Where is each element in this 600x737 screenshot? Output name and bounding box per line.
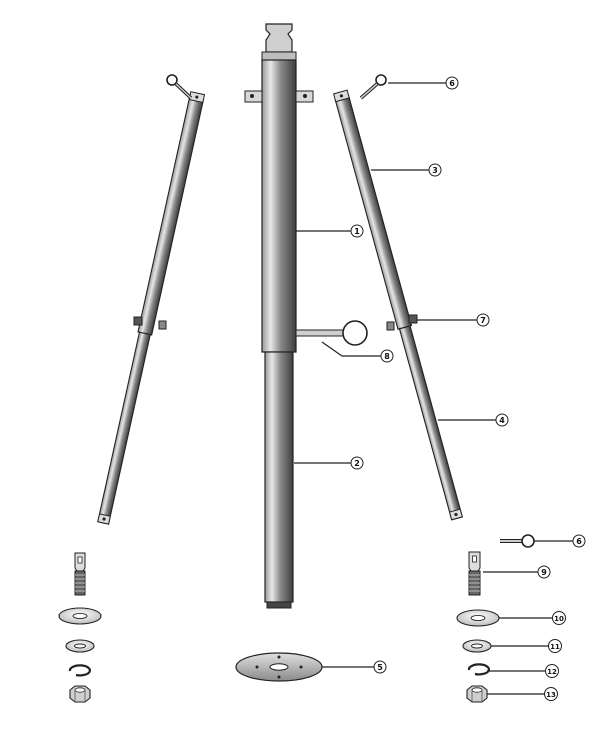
mast-upper-tube	[261, 59, 297, 353]
callout-9: 9	[537, 565, 551, 579]
left-bolt	[74, 552, 86, 596]
callout-12: 12	[545, 664, 559, 678]
left-leg-upper-tube	[137, 96, 204, 336]
right-small-washer	[462, 639, 492, 653]
left-leg-lower-tube	[97, 331, 151, 525]
callout-8-label: 8	[384, 352, 390, 361]
callout-3-label: 3	[432, 166, 438, 175]
callout-5: 5	[373, 660, 387, 674]
callout-4-label: 4	[499, 416, 505, 425]
handle-pin	[295, 320, 368, 346]
callout-10: 10	[552, 611, 566, 625]
right-hex-nut	[466, 685, 488, 703]
right-large-washer	[456, 609, 500, 627]
callout-11-label: 11	[550, 643, 560, 651]
callout-2-label: 2	[354, 459, 360, 468]
left-spring-washer	[68, 664, 91, 677]
callout-13-label: 13	[546, 691, 556, 699]
right-leg-clamp	[386, 314, 418, 331]
callout-13: 13	[544, 687, 558, 701]
right-leg	[332, 89, 463, 521]
callout-1: 1	[350, 224, 364, 238]
callout-6-bottom: 6	[572, 534, 586, 548]
callout-2: 2	[350, 456, 364, 470]
mast-foot	[266, 601, 292, 609]
callout-9-label: 9	[541, 568, 547, 577]
callout-6-bottom-label: 6	[576, 537, 582, 546]
mast-cap-collar	[261, 51, 297, 61]
base-plate	[235, 652, 323, 682]
mast-bracket-right	[295, 90, 314, 103]
callout-7: 7	[476, 313, 490, 327]
callout-3: 3	[428, 163, 442, 177]
callout-10-label: 10	[554, 615, 564, 623]
callout-6-top: 6	[445, 76, 459, 90]
right-leg-lower-tube	[398, 325, 463, 521]
callout-4: 4	[495, 413, 509, 427]
right-bolt	[468, 551, 481, 596]
callout-7-label: 7	[480, 316, 486, 325]
callout-11: 11	[548, 639, 562, 653]
left-leg	[97, 91, 206, 525]
mast-bracket-left	[244, 90, 263, 103]
eye-pin-top-left	[166, 74, 193, 100]
left-hardware-stack	[58, 552, 102, 703]
leader-lines	[294, 82, 573, 695]
left-large-washer	[58, 607, 102, 625]
callout-5-label: 5	[377, 663, 383, 672]
left-hex-nut	[69, 685, 91, 703]
right-leg-upper-tube	[334, 95, 413, 330]
callout-1-label: 1	[354, 227, 360, 236]
main-mast	[244, 23, 314, 609]
right-hardware-stack	[456, 551, 500, 703]
callout-6-top-label: 6	[449, 79, 455, 88]
callout-8: 8	[380, 349, 394, 363]
left-small-washer	[65, 639, 95, 653]
callout-12-label: 12	[547, 668, 557, 676]
eye-pin-lower-right	[500, 534, 535, 548]
left-leg-clamp	[133, 316, 167, 330]
mast-top-cap	[265, 23, 293, 53]
mast-lower-tube	[264, 351, 294, 603]
right-spring-washer	[467, 663, 490, 676]
eye-pin-top-right	[359, 74, 387, 100]
